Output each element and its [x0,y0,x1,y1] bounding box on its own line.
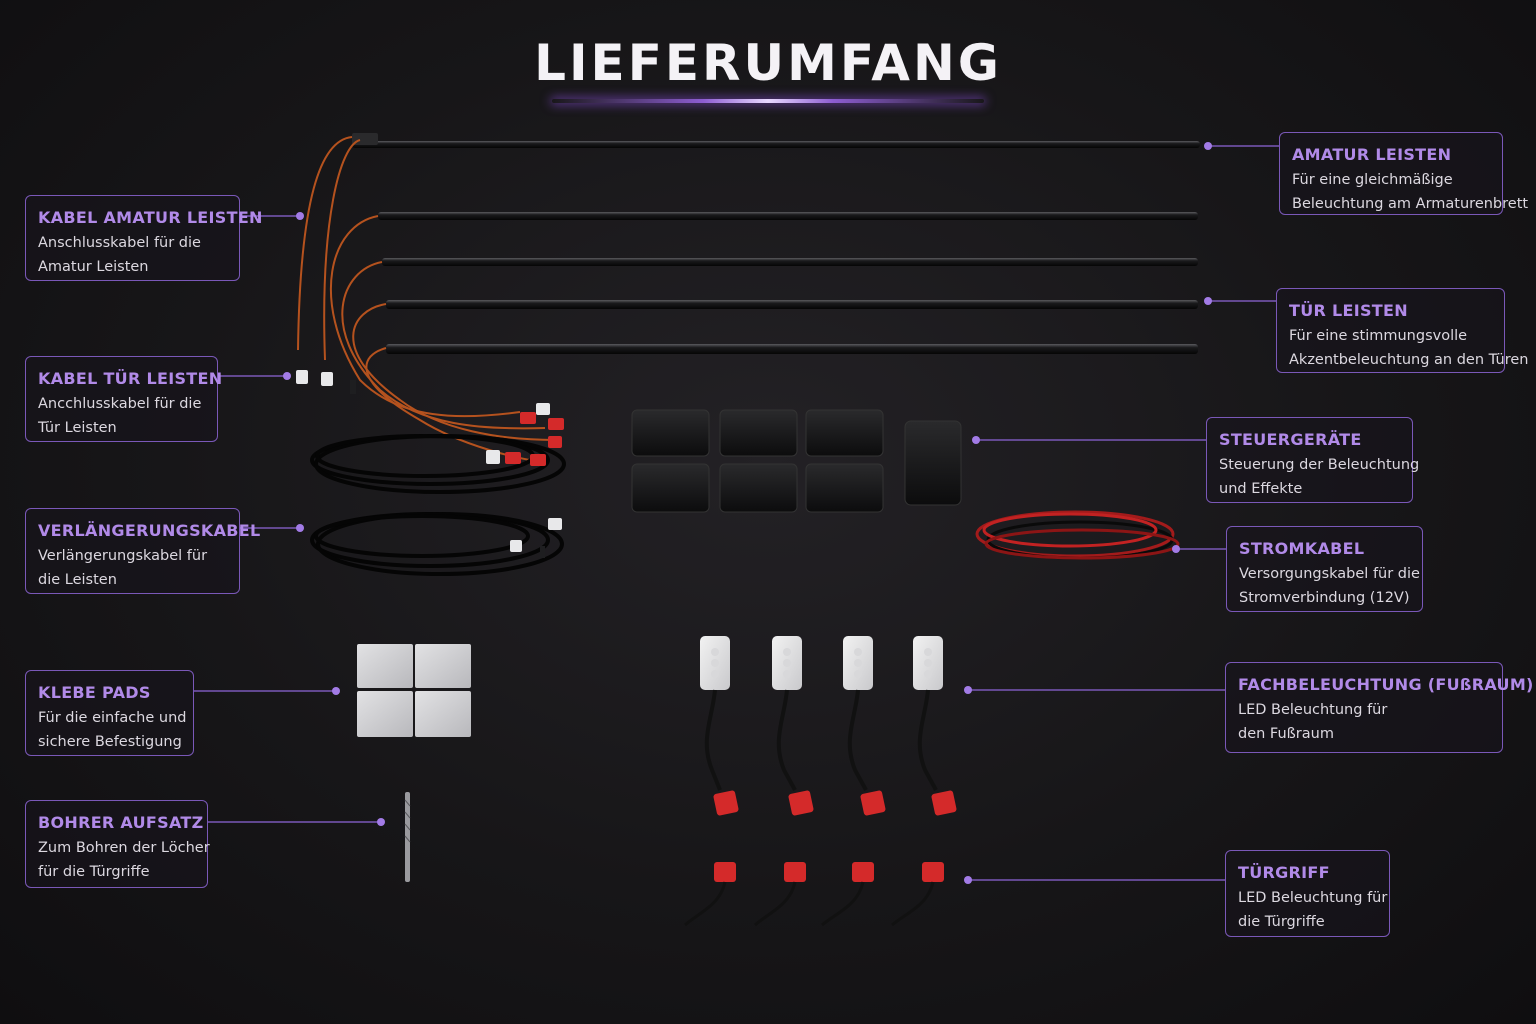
footwell-led-2 [772,636,814,816]
adhesive-pads [357,644,471,737]
amatur-cables [297,136,556,463]
callout-tuergriff: TÜRGRIFF LED Beleuchtung für die Türgrif… [1225,850,1390,937]
callout-text: LED Beleuchtung für [1238,702,1388,718]
callout-text: Für eine stimmungsvolle [1289,328,1468,344]
callout-text: die Leisten [38,572,117,588]
red-connectors-top [520,403,564,448]
extension-connectors [510,518,562,558]
callout-heading: KLEBE PADS [38,683,151,702]
callout-amatur-leisten: AMATUR LEISTEN Für eine gleichmäßige Bel… [1279,132,1529,215]
dashboard-light-bar [352,133,1200,148]
callout-heading: TÜR LEISTEN [1289,301,1408,320]
callout-text: Für eine gleichmäßige [1292,172,1453,188]
leader-lines [194,142,1279,884]
light-bar-5 [386,344,1198,354]
callout-stromkabel: STROMKABEL Versorgungskabel für die Stro… [1226,526,1423,612]
callout-text: Beleuchtung am Armaturenbrett [1292,196,1529,212]
footwell-led-4 [913,636,957,816]
callout-text: Verlängerungskabel für [38,548,208,564]
callout-text: Amatur Leisten [38,259,149,275]
title-underline-glow [552,99,984,103]
footwell-led-3 [843,636,886,816]
callout-verlaengerungskabel: VERLÄNGERUNGSKABEL Verlängerungskabel fü… [25,508,261,594]
callout-heading: BOHRER AUFSATZ [38,813,204,832]
callout-kabel-amatur-leisten: KABEL AMATUR LEISTEN Anschlusskabel für … [25,195,263,281]
callout-tuer-leisten: TÜR LEISTEN Für eine stimmungsvolle Akze… [1276,288,1529,373]
callout-heading: STEUERGERÄTE [1219,430,1362,449]
callout-kabel-tuer-leisten: KABEL TÜR LEISTEN Ancchlusskabel für die… [25,356,223,442]
callout-heading: TÜRGRIFF [1238,863,1330,882]
power-cable-coil [975,510,1180,560]
callout-bohrer-aufsatz: BOHRER AUFSATZ Zum Bohren der Löcher für… [25,800,210,888]
callout-heading: FACHBELEUCHTUNG (FUßRAUM) [1238,675,1534,694]
callout-text: Tür Leisten [38,420,117,436]
callout-fachbeleuchtung: FACHBELEUCHTUNG (FUßRAUM) LED Beleuchtun… [1225,662,1534,753]
callout-text: Versorgungskabel für die [1239,566,1420,582]
callout-text: Stromverbindung (12V) [1239,590,1410,606]
light-bar-3 [382,258,1198,266]
door-cable-connectors [296,370,356,394]
callout-text: Für die einfache und [38,710,187,726]
drill-bit [404,792,411,882]
callout-steuergeraete: STEUERGERÄTE Steuerung der Beleuchtung u… [1206,417,1420,503]
footwell-led-1 [700,636,739,816]
callout-heading: KABEL AMATUR LEISTEN [38,208,263,227]
callout-text: Steuerung der Beleuchtung [1219,457,1420,473]
extension-cable-coil-2 [310,512,564,576]
door-handle-led-1 [684,862,736,927]
callout-heading: VERLÄNGERUNGSKABEL [38,521,261,540]
door-handle-led-4 [891,862,944,927]
callout-text: sichere Befestigung [38,734,182,750]
callout-text: Akzentbeleuchtung an den Türen [1289,352,1529,368]
callout-heading: STROMKABEL [1239,539,1365,558]
door-handle-led-2 [754,862,806,927]
door-handle-led-3 [821,862,874,927]
callout-heading: KABEL TÜR LEISTEN [38,369,223,388]
callout-text: für die Türgriffe [38,864,150,880]
callout-heading: AMATUR LEISTEN [1292,145,1452,164]
callout-text: den Fußraum [1238,726,1334,742]
red-connectors-mid [486,450,546,466]
door-light-bar [386,300,1198,309]
page-title: LIEFERUMFANG [534,34,1002,92]
callout-klebe-pads: KLEBE PADS Für die einfache und sichere … [25,670,194,756]
light-bar-2 [378,212,1198,220]
control-units [631,409,962,513]
callout-text: die Türgriffe [1238,914,1325,930]
callout-text: und Effekte [1219,481,1303,497]
callout-text: Ancchlusskabel für die [38,396,202,412]
callout-text: Zum Bohren der Löcher [38,840,210,856]
callout-text: LED Beleuchtung für [1238,890,1388,906]
extension-cable-coil-1 [310,434,566,494]
callout-text: Anschlusskabel für die [38,235,201,251]
